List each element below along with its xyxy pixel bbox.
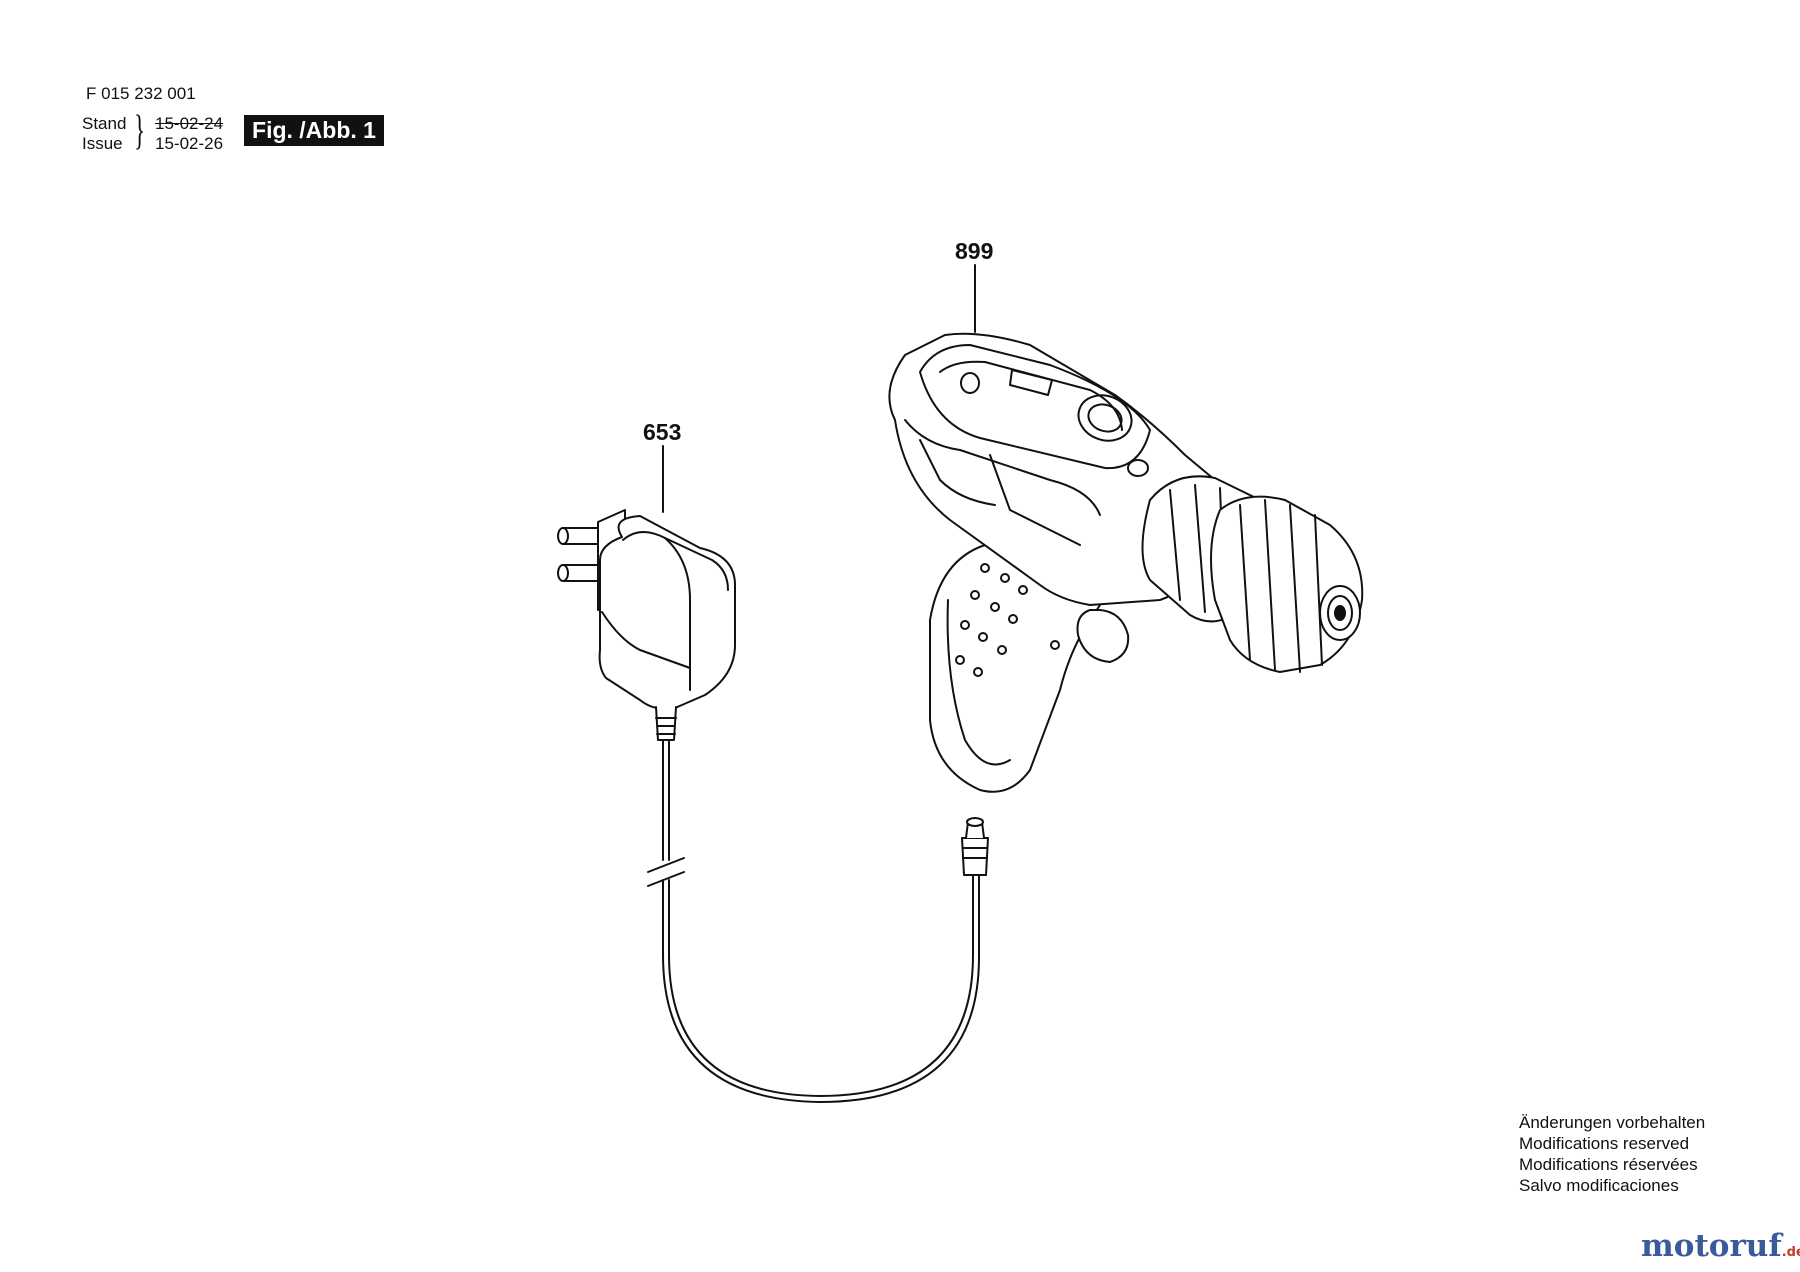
note-spanish: Salvo modificaciones (1519, 1176, 1679, 1195)
drill-drawing (888, 332, 1364, 793)
note-french: Modifications réservées (1519, 1155, 1698, 1174)
brace-icon: } (134, 108, 146, 154)
grip-dots (955, 563, 1060, 677)
stand-label: Stand (82, 114, 127, 133)
figure-tag: Fig. /Abb. 1 (244, 115, 384, 146)
part-number: F 015 232 001 (86, 84, 196, 103)
callout-899: 899 (955, 238, 994, 264)
note-german: Änderungen vorbehalten (1519, 1113, 1706, 1132)
callout-653: 653 (643, 419, 682, 445)
watermark-logo: motoruf.de (1641, 1228, 1800, 1264)
stand-date: 15-02-24 (155, 114, 224, 133)
charger-drawing (557, 509, 989, 1103)
issue-date: 15-02-26 (155, 134, 224, 153)
modification-notes: Änderungen vorbehalten Modifications res… (1519, 1112, 1705, 1196)
issue-label: Issue (82, 134, 123, 153)
watermark-tld: .de (1781, 1245, 1800, 1260)
watermark-name: motoruf (1641, 1228, 1782, 1264)
note-english: Modifications reserved (1519, 1134, 1690, 1153)
